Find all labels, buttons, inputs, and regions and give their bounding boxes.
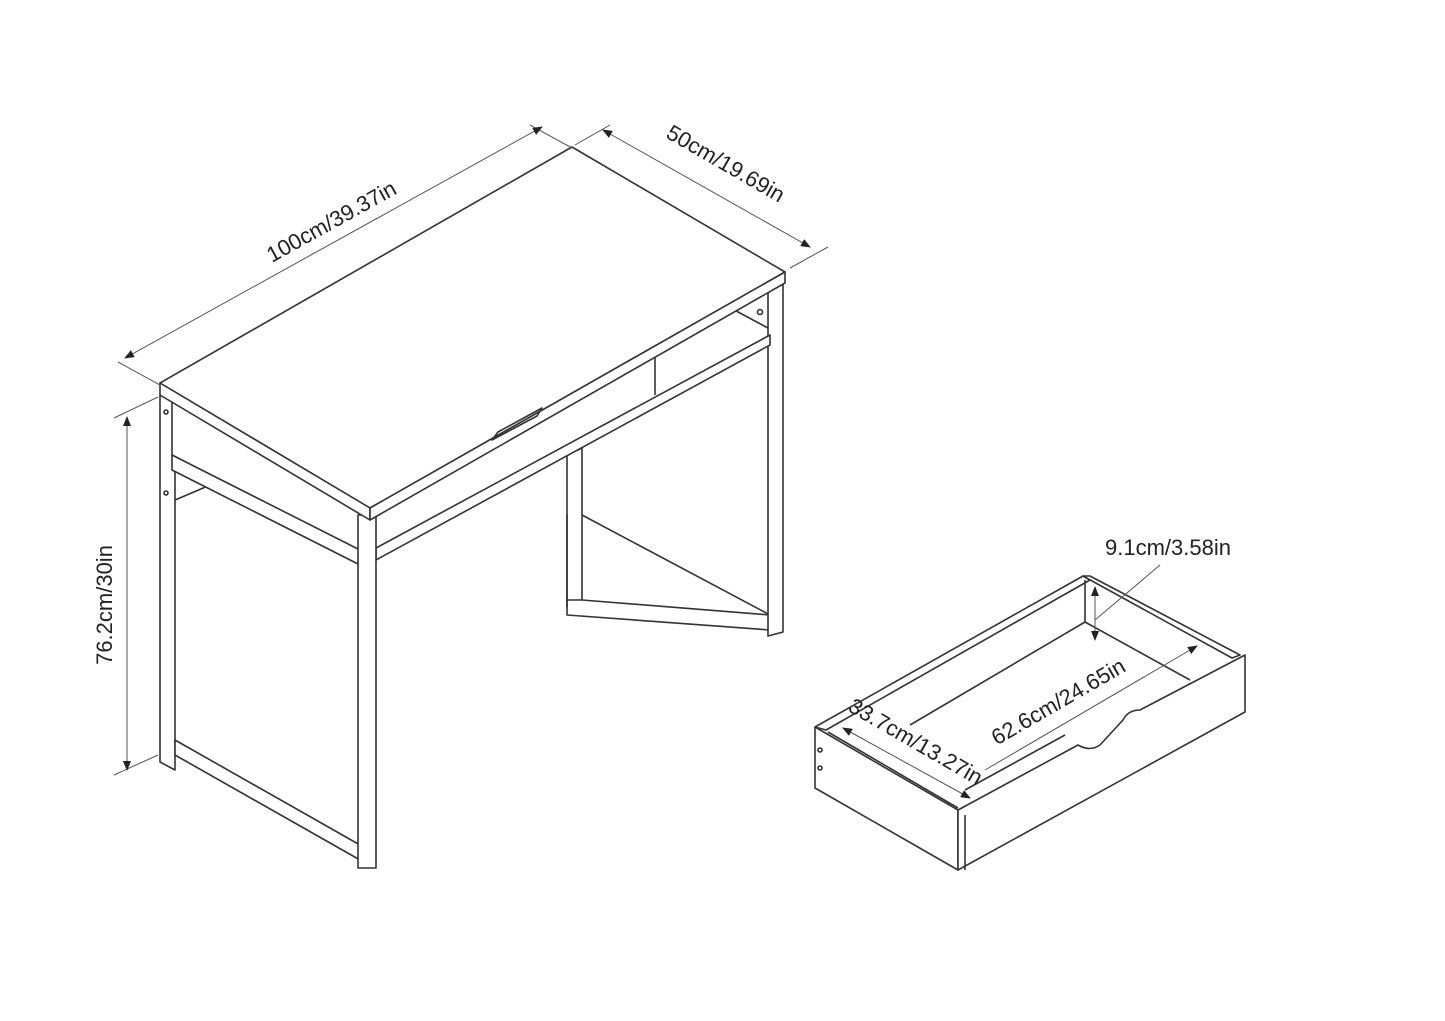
screw-hole bbox=[756, 308, 764, 316]
drawer-right-rail bbox=[1082, 575, 1241, 659]
desk-drawing bbox=[159, 146, 786, 869]
left-leg-frame bbox=[159, 394, 361, 861]
desk-height-label: 76.2cm/30in bbox=[92, 545, 117, 665]
drawer-height-dimension: 9.1cm/3.58in bbox=[1091, 535, 1231, 641]
desk-depth-label: 50cm/19.69in bbox=[662, 120, 789, 208]
right-leg bbox=[767, 275, 784, 637]
drawer-handle bbox=[491, 407, 543, 441]
drawer-height-label: 9.1cm/3.58in bbox=[1105, 535, 1231, 560]
drawer-front-panel bbox=[957, 654, 1246, 871]
back-right-leg-frame bbox=[566, 447, 771, 631]
desk-width-label: 100cm/39.37in bbox=[262, 176, 400, 268]
front-leg bbox=[357, 514, 377, 869]
drawer-screw-hole bbox=[817, 765, 823, 771]
table-top-right-edge bbox=[369, 271, 786, 521]
drawer-screw-hole bbox=[817, 747, 823, 753]
desk-height-dimension: 76.2cm/30in bbox=[92, 396, 159, 776]
